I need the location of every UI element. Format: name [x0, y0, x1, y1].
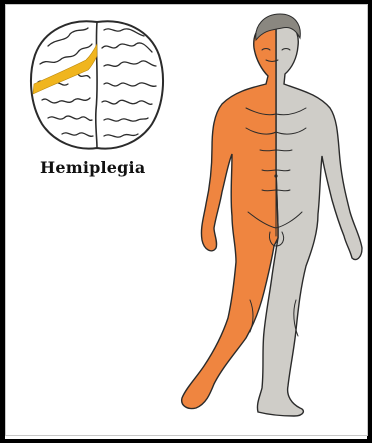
- figure-caption: Hemiplegia: [40, 158, 145, 177]
- brain-top-view-icon: [31, 21, 163, 148]
- standing-human-figure-icon: [182, 14, 362, 416]
